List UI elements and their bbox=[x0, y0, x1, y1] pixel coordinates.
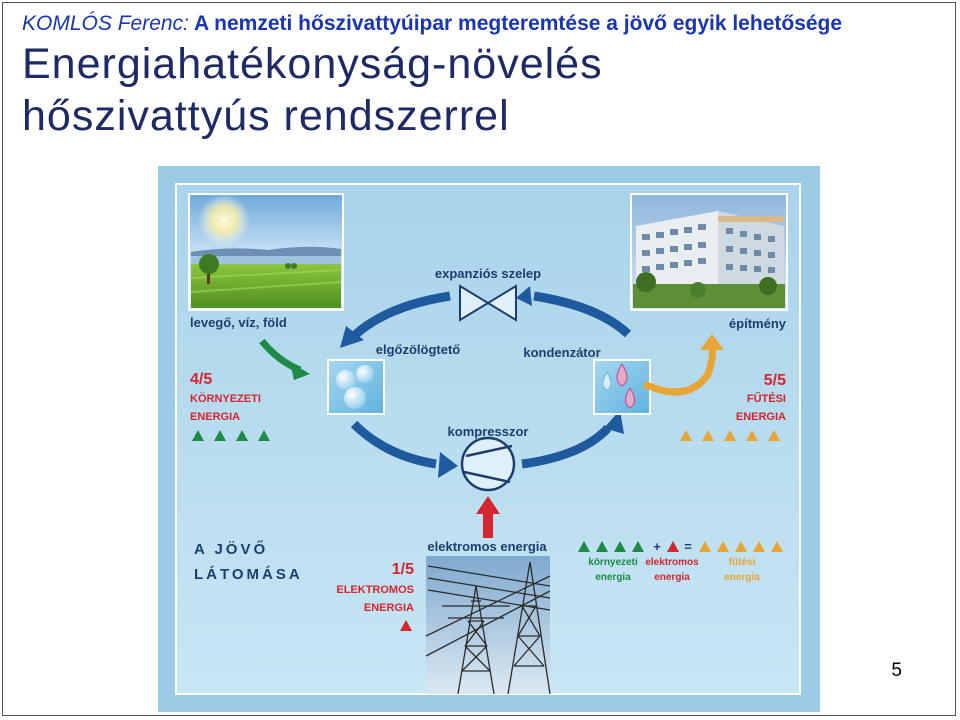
page-number: 5 bbox=[891, 660, 902, 681]
compressor-icon bbox=[460, 436, 516, 492]
header-subtitle: A nemzeti hőszivattyúipar megteremtése a… bbox=[188, 12, 843, 35]
elec-energy-line2: ENERGIA bbox=[364, 602, 414, 614]
legend-elec-unit bbox=[667, 541, 679, 552]
building-label: építmény bbox=[729, 316, 787, 331]
heat-energy-fraction: 5/5 bbox=[764, 372, 786, 389]
legend-equals: = bbox=[684, 539, 692, 554]
legend-heat-line1: fűtési bbox=[729, 557, 756, 568]
legend-elec-line1: elektromos bbox=[645, 557, 699, 568]
legend-heat-units bbox=[699, 541, 783, 552]
heat-energy-line1: FŰTÉSI bbox=[747, 392, 786, 405]
env-energy-fraction: 4/5 bbox=[190, 371, 212, 388]
expansion-valve-label: expanziós szelep bbox=[435, 266, 541, 281]
elec-energy-line1: ELEKTROMOS bbox=[336, 584, 414, 596]
env-energy-line1: KÖRNYEZETI bbox=[190, 392, 261, 405]
cycle-arrowheads bbox=[340, 286, 624, 478]
environment-input-arrow bbox=[259, 338, 310, 380]
landscape-image bbox=[188, 193, 344, 311]
legend-env-line2: energia bbox=[595, 572, 631, 583]
future-vision-line2: LÁTOMÁSA bbox=[194, 566, 303, 583]
legend-heat-line2: energia bbox=[724, 572, 760, 583]
elec-energy-fraction: 1/5 bbox=[392, 561, 414, 578]
refrigerant-cycle-arrows bbox=[350, 291, 632, 469]
expansion-valve-icon bbox=[459, 284, 517, 322]
slide-title-line2: hőszivattyús rendszerrel bbox=[22, 92, 510, 140]
env-energy-units bbox=[192, 430, 270, 441]
condenser-label: kondenzátor bbox=[523, 345, 600, 360]
legend-env-units bbox=[578, 541, 644, 552]
header-author: KOMLÓS Ferenc: bbox=[22, 12, 189, 35]
source-label: levegő, víz, föld bbox=[190, 315, 287, 330]
condenser-icon bbox=[593, 359, 651, 415]
future-vision-line1: A JÖVŐ bbox=[194, 540, 268, 558]
legend-elec-line2: energia bbox=[654, 572, 690, 583]
heat-pump-diagram: expanziós szelep levegő, víz, föld építm… bbox=[158, 166, 820, 712]
slide-title-line1: Energiahatékonyság-növelés bbox=[22, 40, 603, 88]
building-image bbox=[630, 193, 788, 311]
electric-energy-label: elektromos energia bbox=[427, 539, 547, 554]
heating-output-arrow bbox=[642, 334, 724, 396]
compressor-label: kompresszor bbox=[448, 424, 529, 439]
slide-header: KOMLÓS Ferenc: A nemzeti hőszivattyúipar… bbox=[22, 12, 842, 36]
heat-energy-units bbox=[680, 430, 780, 441]
electric-input-arrow bbox=[476, 496, 500, 538]
evaporator-icon bbox=[327, 359, 385, 415]
elec-energy-unit bbox=[400, 620, 412, 631]
legend-plus: + bbox=[653, 539, 661, 554]
power-pylon-image bbox=[425, 556, 551, 695]
heat-energy-line2: ENERGIA bbox=[736, 411, 786, 423]
legend-env-line1: környezeti bbox=[588, 557, 638, 568]
evaporator-label: elgőzölögtető bbox=[376, 342, 461, 357]
env-energy-line2: ENERGIA bbox=[190, 411, 240, 423]
